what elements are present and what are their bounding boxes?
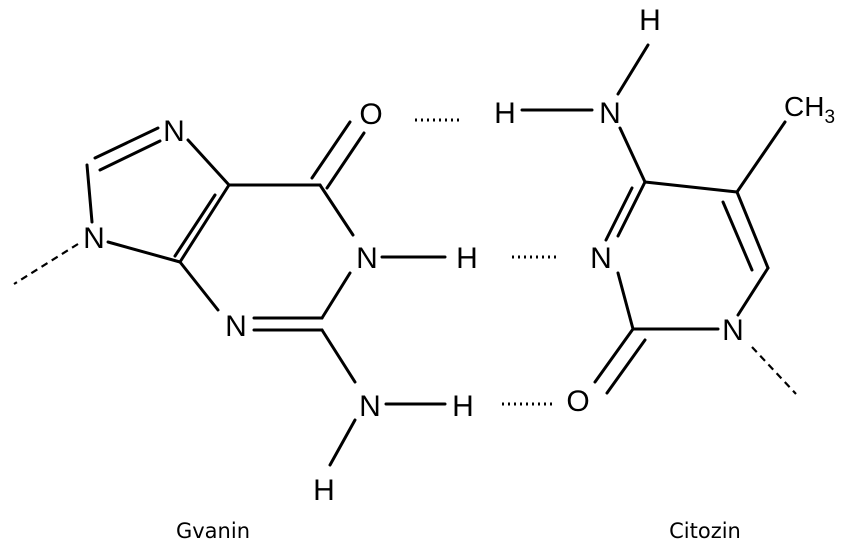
- bond: [320, 271, 352, 320]
- methyl-subscript: 3: [824, 107, 835, 128]
- bond: [98, 139, 162, 172]
- bond: [173, 193, 217, 258]
- bond: [735, 190, 770, 270]
- bond: [178, 183, 231, 264]
- atom-n4: N: [599, 97, 621, 130]
- atom-n1: N: [722, 314, 744, 347]
- atom-n2: N: [359, 390, 381, 423]
- atom-n1: N: [356, 242, 378, 275]
- sugar-link-stub: [13, 243, 79, 285]
- atom-n9: N: [83, 222, 105, 255]
- atom-o2: O: [566, 385, 589, 418]
- bond: [186, 138, 231, 187]
- guanine-molecule: N N O N H N N H H: [13, 98, 478, 507]
- bond: [178, 260, 220, 312]
- bond: [593, 327, 635, 384]
- guanine-caption: Gvanin: [176, 519, 250, 543]
- bond: [721, 200, 754, 272]
- methyl-ch: CH: [784, 91, 824, 122]
- atom-h2a: H: [452, 390, 474, 423]
- bond: [618, 126, 647, 184]
- sugar-link-stub: [751, 346, 797, 395]
- atom-n3: N: [590, 242, 612, 275]
- bond: [616, 180, 647, 238]
- bond: [93, 126, 160, 160]
- bond: [643, 180, 739, 194]
- bond: [616, 43, 650, 96]
- atom-h2b: H: [313, 474, 335, 507]
- cytosine-molecule: H H N N N O CH3: [494, 4, 835, 418]
- cytosine-caption: Citozin: [669, 519, 741, 543]
- bond: [320, 328, 357, 384]
- bond: [85, 163, 94, 224]
- methyl-group: CH3: [784, 91, 835, 128]
- bond: [736, 266, 770, 317]
- atom-n3: N: [225, 310, 247, 343]
- atom-h1: H: [456, 242, 478, 275]
- bond: [616, 271, 635, 331]
- bond: [106, 240, 182, 264]
- bond: [310, 120, 352, 180]
- bond: [318, 183, 355, 237]
- bond: [328, 418, 357, 467]
- bond: [604, 186, 634, 242]
- atom-h4a: H: [494, 97, 516, 130]
- atom-n7: N: [163, 115, 185, 148]
- bond: [325, 131, 366, 190]
- bond: [735, 120, 787, 194]
- atom-o6: O: [359, 98, 382, 131]
- bond: [605, 338, 647, 395]
- atom-h4b: H: [639, 4, 661, 37]
